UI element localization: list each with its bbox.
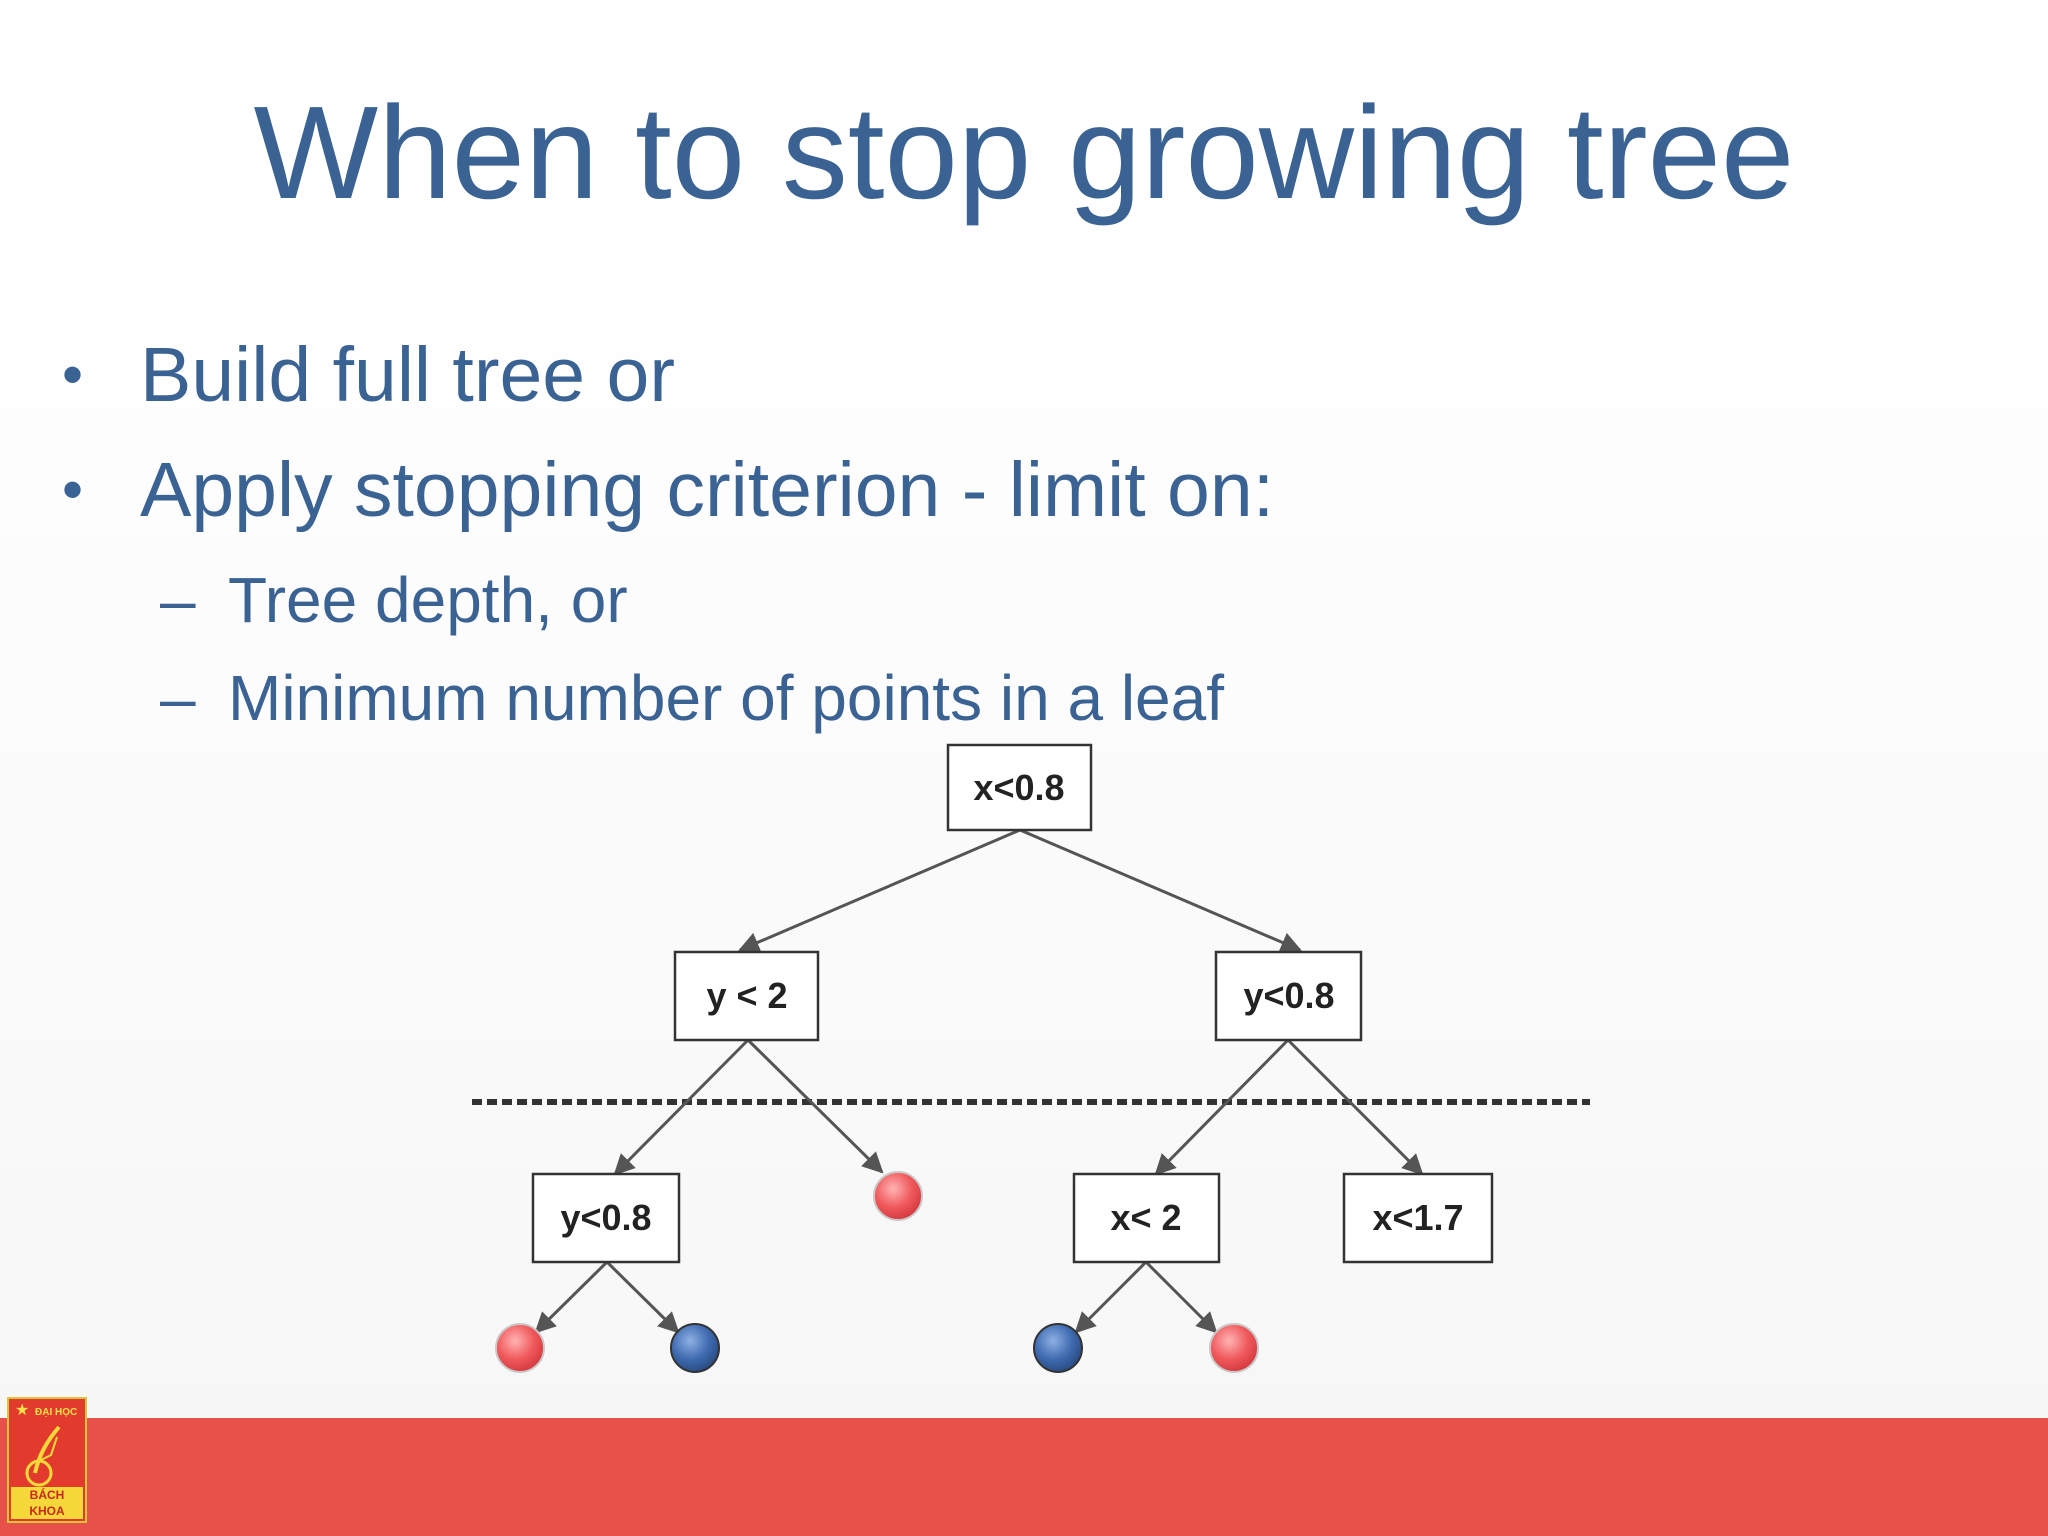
bullet-item: • Build full tree or	[62, 330, 1962, 445]
leaf-red	[873, 1171, 923, 1221]
tree-node-box	[1342, 1172, 1494, 1264]
tree-edge	[1144, 1260, 1218, 1334]
sub-bullet-dash: –	[160, 662, 196, 734]
sub-bullet-dash: –	[160, 564, 196, 636]
sub-bullet-text: Tree depth, or	[228, 564, 628, 636]
tree-edge	[605, 1260, 680, 1334]
tree-edge	[746, 1038, 884, 1174]
logo-emblem-icon	[25, 1425, 61, 1487]
tree-edge	[1074, 1260, 1148, 1334]
bullet-dot: •	[62, 341, 84, 408]
tree-edge	[534, 1260, 609, 1334]
bullet-dot: •	[62, 456, 84, 523]
leaf-blue	[1033, 1323, 1083, 1373]
leaf-blue	[670, 1323, 720, 1373]
tree-node-label: x<0.8	[973, 767, 1064, 808]
star-icon: ★	[15, 1402, 30, 1419]
decision-tree-diagram: x<0.8 y < 2 y<0.8 y<0.8 x< 2 x<1.7	[472, 743, 1590, 1373]
leaf-red	[1209, 1323, 1259, 1373]
bullet-text: Build full tree or	[140, 332, 675, 418]
tree-node-label: x<1.7	[1372, 1197, 1463, 1238]
tree-edge	[1286, 1038, 1424, 1176]
tree-node-label: x< 2	[1110, 1197, 1181, 1238]
tree-node-label: y<0.8	[560, 1197, 651, 1238]
tree-node-box	[946, 743, 1093, 832]
slide-title: When to stop growing tree	[253, 79, 1795, 226]
sub-bullet-text: Minimum number of points in a leaf	[228, 662, 1224, 734]
bullet-list: • Build full tree or • Apply stopping cr…	[62, 330, 1962, 756]
tree-node-box	[673, 950, 820, 1042]
tree-node-box	[1214, 950, 1363, 1042]
bullet-item: • Apply stopping criterion - limit on:	[62, 445, 1962, 560]
tree-node-label: y<0.8	[1243, 975, 1334, 1016]
bullet-text: Apply stopping criterion - limit on:	[140, 447, 1275, 533]
tree-edge	[738, 828, 1021, 953]
tree-node-box	[531, 1172, 681, 1264]
tree-edge	[613, 1038, 750, 1176]
slide-background	[0, 0, 2048, 1420]
leaf-red	[495, 1323, 545, 1373]
university-logo: ★ ĐẠI HỌC BÁCH KHOA	[7, 1397, 87, 1523]
logo-bottom-text: BÁCH KHOA	[11, 1487, 83, 1519]
tree-edge	[1019, 828, 1302, 953]
tree-node-box	[1072, 1172, 1221, 1264]
sub-bullet-item: – Tree depth, or	[62, 560, 1962, 658]
tree-node-label: y < 2	[706, 975, 787, 1016]
tree-edge	[1154, 1038, 1290, 1176]
sub-bullet-item: – Minimum number of points in a leaf	[62, 658, 1962, 756]
logo-top-text: ĐẠI HỌC	[35, 1407, 78, 1418]
footer-bar	[0, 1418, 2048, 1536]
